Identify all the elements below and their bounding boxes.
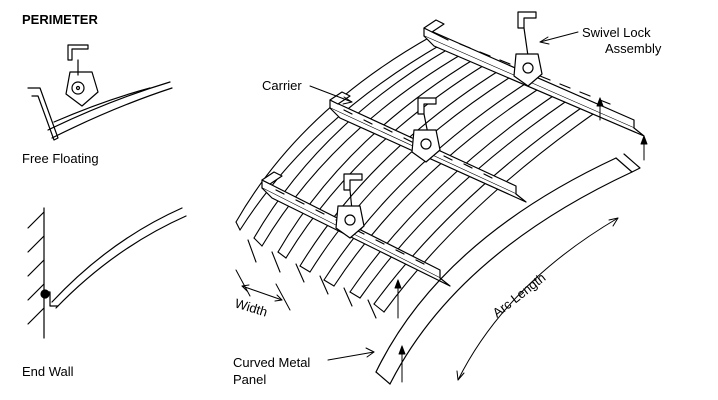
width-dimension [235,269,291,311]
lock-body [65,71,99,107]
width-label: Width [233,296,269,320]
panel-edge [299,69,501,267]
panel-leader [327,351,375,361]
panel-edge [349,93,557,293]
leader-lines [309,31,579,361]
curved-metal-panel-label-line2: Panel [233,372,266,387]
lock-pin [71,81,85,95]
panel-edge [277,57,477,253]
swivel-lock-leader [539,31,579,43]
free-floating-detail [27,44,173,141]
swivel-lock-assembly-middle [411,97,441,163]
carrier-label: Carrier [262,78,302,93]
perimeter-heading: PERIMETER [22,12,98,27]
arc-length-panel [375,153,641,385]
panel-strips [235,35,597,319]
end-wall-detail [27,207,187,339]
swivel-lock-assemblies [335,11,543,239]
direction-arrows [394,97,648,383]
panel-edge [253,47,451,239]
swivel-lock-label-line2: Assembly [605,41,662,56]
curved-panel-bottom [55,215,187,309]
curved-panel-top [51,207,183,303]
arc-panel-inner [375,157,617,373]
carrier-leader [309,85,353,103]
end-wall-label: End Wall [22,364,74,379]
hanger-clip [67,44,89,61]
swivel-lock-label-line1: Swivel Lock [582,25,651,40]
curved-metal-panel-label-line1: Curved Metal [233,355,310,370]
panel-edge [323,81,529,281]
panel-edge [373,105,585,305]
wall-hatching [27,211,45,325]
width-dimension-line [241,285,283,301]
curved-panel-edge-bottom [51,87,173,139]
curved-panel-edge-top [47,81,171,131]
arc-length-line [457,217,619,381]
swivel-lock-assembly-bottom [335,173,365,239]
arc-panel-outer [389,171,633,385]
perimeter-trim [27,87,59,141]
swivel-lock-assembly-top [513,11,543,87]
free-floating-label: Free Floating [22,151,99,166]
arc-length-arrow [456,217,619,381]
panel-edge [235,35,433,223]
fastener [40,289,50,299]
